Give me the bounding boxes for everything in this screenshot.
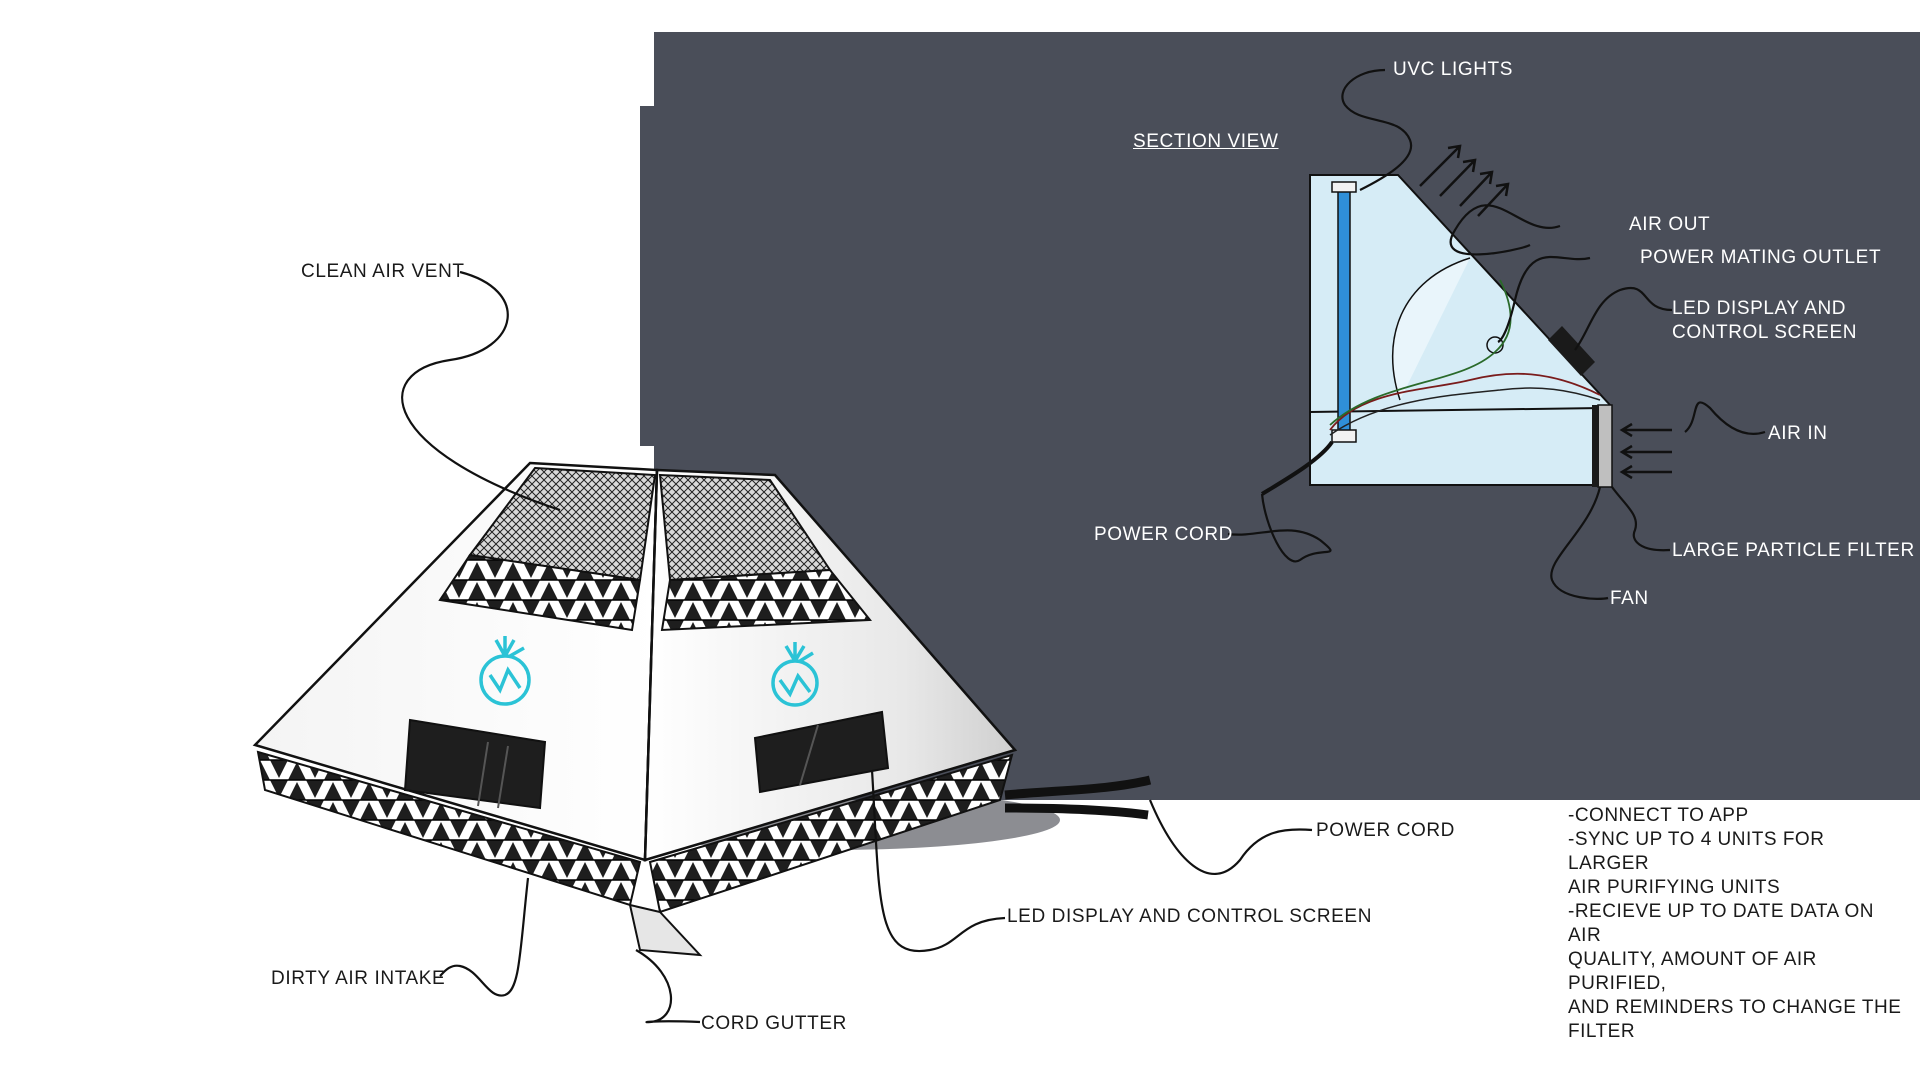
label-uvc-lights: UVC LIGHTS bbox=[1393, 59, 1514, 80]
label-power-cord-section: POWER CORD bbox=[1094, 524, 1233, 545]
led-screen-right bbox=[753, 710, 890, 794]
note-line: AIR PURIFYING UNITS bbox=[1568, 877, 1781, 898]
leader-cord-gutter bbox=[635, 949, 701, 1024]
note-line: AND REMINDERS TO CHANGE THE bbox=[1568, 997, 1902, 1018]
note-line: QUALITY, AMOUNT OF AIR PURIFIED, bbox=[1568, 949, 1817, 994]
leader-led-section bbox=[1574, 287, 1673, 351]
air-out-arrows-icon bbox=[1419, 144, 1510, 217]
note-line: -SYNC UP TO 4 UNITS FOR LARGER bbox=[1568, 829, 1825, 874]
leader-power-cord-device bbox=[1148, 799, 1313, 875]
air-in-arrows-icon bbox=[1619, 422, 1672, 480]
uvc-light-cap-bottom bbox=[1331, 429, 1357, 443]
leader-uvc bbox=[1341, 68, 1413, 191]
uvc-light-cap-top bbox=[1331, 181, 1357, 193]
section-power-cord bbox=[1260, 440, 1334, 496]
label-led-display-section-1: LED DISPLAY AND bbox=[1672, 298, 1847, 319]
label-dirty-air-intake: DIRTY AIR INTAKE bbox=[271, 968, 446, 989]
intake-band-right bbox=[648, 753, 1014, 914]
vent-divider bbox=[643, 469, 659, 861]
feature-notes: -CONNECT TO APP -SYNC UP TO 4 UNITS FOR … bbox=[1568, 804, 1908, 1044]
section-inner-divider bbox=[1309, 407, 1603, 413]
device-power-cord bbox=[1004, 775, 1152, 800]
note-line: -CONNECT TO APP bbox=[1568, 805, 1749, 826]
leader-lines bbox=[401, 68, 1766, 1024]
label-power-mating-outlet: POWER MATING OUTLET bbox=[1640, 247, 1882, 268]
leader-air-out bbox=[1449, 204, 1561, 256]
label-led-display-device: LED DISPLAY AND CONTROL SCREEN bbox=[1007, 906, 1373, 927]
leader-air-in bbox=[1684, 401, 1766, 435]
screen-glare bbox=[477, 724, 819, 809]
label-led-display-section-2: CONTROL SCREEN bbox=[1672, 322, 1858, 343]
leader-particle-filter bbox=[1611, 486, 1671, 552]
leader-power-cord-section bbox=[1227, 493, 1332, 563]
label-air-in: AIR IN bbox=[1768, 423, 1828, 444]
section-wires-2 bbox=[1329, 279, 1512, 426]
purifier-device bbox=[252, 461, 1152, 957]
section-view-drawing bbox=[1260, 174, 1613, 496]
leader-clean-air-vent bbox=[401, 270, 561, 512]
leader-dirty-air-intake bbox=[439, 877, 530, 997]
label-air-out: AIR OUT bbox=[1629, 214, 1711, 235]
label-clean-air-vent: CLEAN AIR VENT bbox=[301, 261, 465, 282]
label-large-particle-filter: LARGE PARTICLE FILTER bbox=[1672, 540, 1915, 561]
panel-notch bbox=[640, 106, 656, 446]
cord-gutter bbox=[628, 903, 703, 957]
section-view-title: SECTION VIEW bbox=[1133, 131, 1279, 152]
pineapple-logo-icon-right bbox=[771, 642, 819, 707]
section-wires-3 bbox=[1329, 387, 1601, 436]
label-cord-gutter: CORD GUTTER bbox=[701, 1013, 847, 1034]
pineapple-logo-icon bbox=[479, 636, 531, 706]
leader-power-outlet bbox=[1497, 255, 1591, 343]
leader-fan bbox=[1550, 486, 1609, 600]
note-line: -RECIEVE UP TO DATE DATA ON AIR bbox=[1568, 901, 1874, 946]
label-fan: FAN bbox=[1610, 588, 1649, 609]
section-wires bbox=[1329, 372, 1601, 431]
label-power-cord-device: POWER CORD bbox=[1316, 820, 1455, 841]
fan-curve bbox=[1391, 257, 1471, 401]
section-led-display bbox=[1548, 326, 1595, 376]
device-power-cord-2 bbox=[1004, 803, 1149, 820]
uvc-light-tube bbox=[1337, 187, 1351, 439]
leader-led-display bbox=[870, 769, 1006, 953]
vent-band-left bbox=[438, 553, 642, 632]
fan-block bbox=[1592, 405, 1599, 487]
vent-band-right bbox=[660, 568, 873, 632]
led-screen-left bbox=[403, 718, 547, 810]
large-particle-filter bbox=[1597, 404, 1613, 488]
note-line: FILTER bbox=[1568, 1021, 1636, 1042]
